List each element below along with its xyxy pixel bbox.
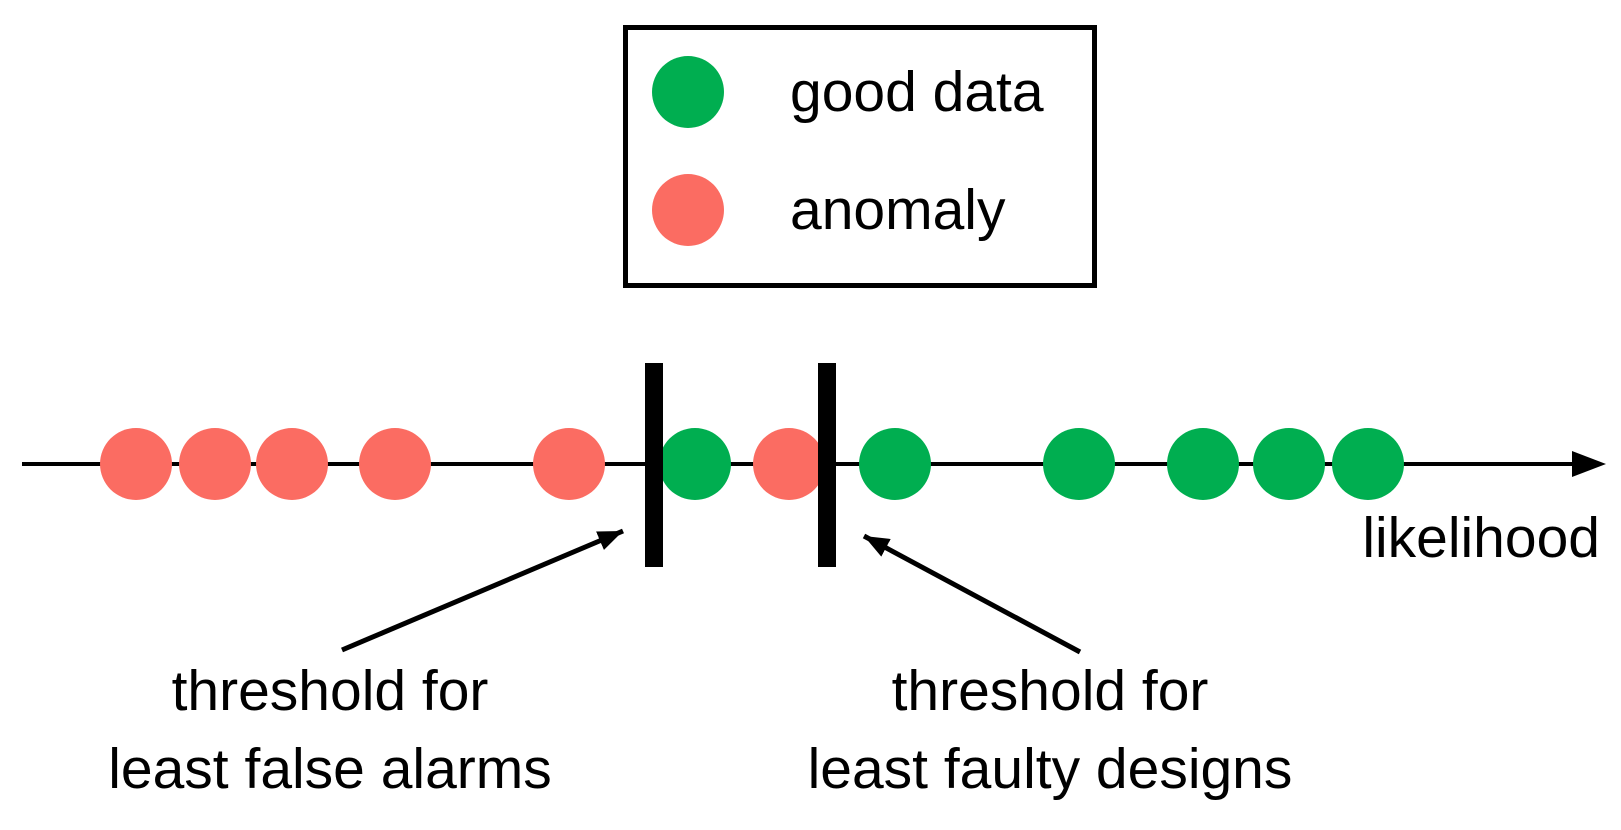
threshold-bars-layer [645, 363, 836, 567]
good-data-point [1167, 428, 1239, 500]
good-data-point [1043, 428, 1115, 500]
good-data-legend-label: good data [790, 60, 1044, 124]
good-data-point [1253, 428, 1325, 500]
legend-item-good-data: good data [652, 56, 1044, 128]
axis-label: likelihood [1362, 506, 1600, 570]
legend-box: good data anomaly [623, 25, 1097, 288]
left-threshold-arrow [341, 528, 624, 653]
good-data-point [1332, 428, 1404, 500]
left-threshold-label-line2: least false alarms [108, 737, 552, 801]
right-threshold-arrow [862, 533, 1082, 655]
anomaly-point [100, 428, 172, 500]
right-threshold-label-line2: least faulty designs [807, 737, 1293, 801]
legend-item-anomaly: anomaly [652, 174, 1005, 246]
threshold-bar-right [818, 363, 836, 567]
axis-arrowhead-icon [1572, 451, 1606, 477]
anomaly-point [359, 428, 431, 500]
left-threshold-label-line1: threshold for [171, 659, 489, 723]
anomaly-point [256, 428, 328, 500]
anomaly-legend-dot-icon [652, 174, 724, 246]
anomaly-legend-label: anomaly [790, 178, 1006, 242]
right-threshold-label: threshold for least faulty designs [808, 652, 1293, 808]
right-threshold-label-line1: threshold for [891, 659, 1209, 723]
anomaly-point [753, 428, 825, 500]
good-data-legend-dot-icon [652, 56, 724, 128]
threshold-bar-left [645, 363, 663, 567]
data-points-layer [100, 428, 1404, 500]
anomaly-point [533, 428, 605, 500]
anomaly-point [179, 428, 251, 500]
good-data-point [659, 428, 731, 500]
left-threshold-label: threshold for least false alarms [108, 652, 552, 808]
good-data-point [859, 428, 931, 500]
